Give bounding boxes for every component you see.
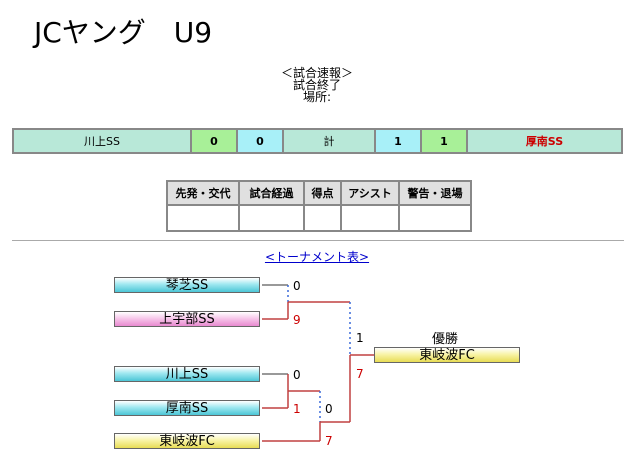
header-goals[interactable]: 得点 — [303, 180, 342, 206]
report-venue: 場所: — [302, 90, 332, 104]
score-kawakami: 0 — [293, 368, 301, 382]
score-final-top: 1 — [356, 331, 364, 345]
cell-assists — [340, 204, 400, 232]
away-second-half: 1 — [420, 128, 468, 154]
score-final-bottom: 7 — [356, 367, 364, 381]
team-konan: 厚南SS — [114, 400, 260, 416]
champion-team: 東岐波FC — [374, 347, 520, 363]
home-first-half: 0 — [190, 128, 238, 154]
report-heading: ＜試合速報＞ — [280, 66, 353, 80]
divider — [12, 240, 624, 241]
header-cards[interactable]: 警告・退場 — [398, 180, 472, 206]
away-first-half: 1 — [374, 128, 422, 154]
score-semi-konan: 0 — [325, 402, 333, 416]
cell-cards — [398, 204, 472, 232]
score-higashikiwa: 7 — [325, 434, 333, 448]
team-kotoshiba: 琴芝SS — [114, 277, 260, 293]
team-kamiube: 上宇部SS — [114, 311, 260, 327]
report-status: 試合終了 — [292, 78, 341, 92]
header-assists[interactable]: アシスト — [340, 180, 400, 206]
scoreboard: 川上SS 0 0 計 1 1 厚南SS — [12, 128, 623, 154]
match-detail-table: 先発・交代 試合経過 得点 アシスト 警告・退場 — [166, 180, 472, 232]
home-second-half: 0 — [236, 128, 284, 154]
team-higashikiwa: 東岐波FC — [114, 433, 260, 449]
tournament-link[interactable]: <トーナメント表> — [264, 250, 370, 264]
score-kamiube: 9 — [293, 313, 301, 327]
score-konan: 1 — [293, 402, 301, 416]
total-label: 計 — [282, 128, 376, 154]
score-kotoshiba: 0 — [293, 279, 301, 293]
page-title: JCヤング U9 — [34, 16, 213, 49]
header-lineup[interactable]: 先発・交代 — [166, 180, 240, 206]
away-team: 厚南SS — [466, 128, 623, 154]
champion-label: 優勝 — [432, 332, 459, 347]
cell-progress — [238, 204, 305, 232]
team-kawakami: 川上SS — [114, 366, 260, 382]
home-team: 川上SS — [12, 128, 192, 154]
cell-goals — [303, 204, 342, 232]
cell-lineup — [166, 204, 240, 232]
header-progress[interactable]: 試合経過 — [238, 180, 305, 206]
